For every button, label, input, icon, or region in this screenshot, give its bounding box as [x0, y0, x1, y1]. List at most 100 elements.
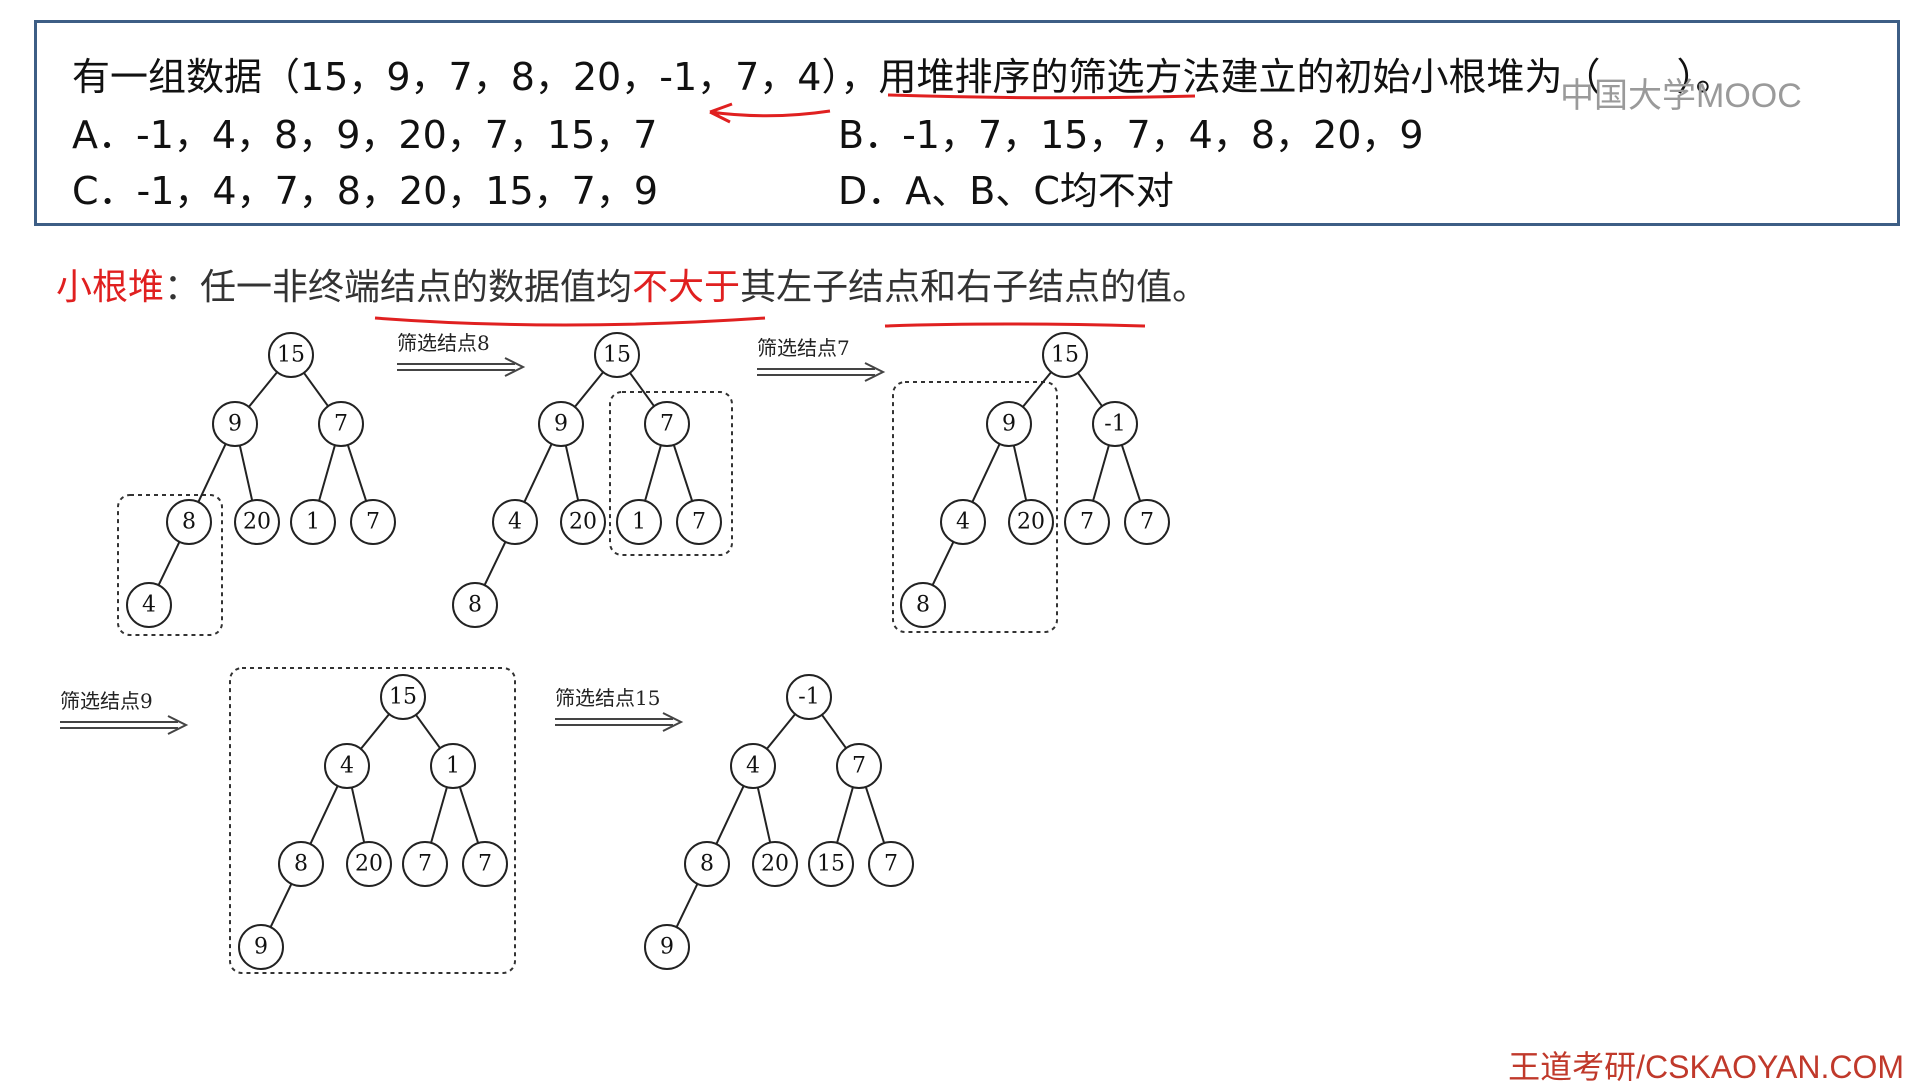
- underline-definition-1: [374, 316, 766, 327]
- tree-node-value: 7: [366, 510, 380, 535]
- tree-node-value: 9: [254, 935, 268, 960]
- tree-node: 15: [1042, 332, 1088, 378]
- tree-node-value: 20: [243, 510, 271, 535]
- tree-node-value: 15: [389, 685, 417, 710]
- tree-node-value: 15: [1051, 343, 1079, 368]
- underline-definition-2: [884, 322, 1146, 328]
- tree-node-value: 9: [554, 412, 568, 437]
- tree-edge: [629, 372, 655, 407]
- dashed-box-subtree: [609, 391, 733, 556]
- tree-edge: [238, 445, 254, 501]
- tree-node: 7: [402, 841, 448, 887]
- tree-node-value: 9: [660, 935, 674, 960]
- tree-node-value: 1: [632, 510, 646, 535]
- tree-node-value: 8: [182, 510, 196, 535]
- tree-node-value: 8: [916, 593, 930, 618]
- tree-node-value: 7: [334, 412, 348, 437]
- step-label: 筛选结点9: [60, 689, 153, 713]
- tree-node-value: 20: [355, 852, 383, 877]
- tree-node: 9: [644, 924, 690, 970]
- tree-node: 15: [594, 332, 640, 378]
- tree-node: 20: [752, 841, 798, 887]
- tree-node: 7: [868, 841, 914, 887]
- tree-node: 7: [318, 401, 364, 447]
- tree-edge: [269, 883, 293, 928]
- tree-node-value: 7: [478, 852, 492, 877]
- tree-node: 7: [350, 499, 396, 545]
- tree-node-value: 8: [294, 852, 308, 877]
- tree-node: 15: [268, 332, 314, 378]
- tree-node: 7: [836, 743, 882, 789]
- option-d: D．A、B、C均不对: [838, 169, 1174, 213]
- definition: 小根堆：任一非终端结点的数据值均不大于其左子结点和右子结点的值。: [56, 258, 1208, 310]
- step-arrow-icon: [757, 362, 886, 382]
- tree-node-value: 7: [660, 412, 674, 437]
- tree-edge: [346, 444, 368, 502]
- step-arrow-icon: [555, 712, 684, 732]
- tree-edge: [1077, 372, 1103, 407]
- tree-node-value: 7: [418, 852, 432, 877]
- tree-node-value: 7: [1080, 510, 1094, 535]
- definition-part2: 其左子结点和右子结点的值。: [740, 267, 1209, 308]
- tree-edge: [1022, 371, 1052, 408]
- tree-edge: [458, 786, 480, 844]
- dashed-box-subtree: [229, 667, 516, 974]
- tree-node: 9: [986, 401, 1032, 447]
- step-label-group: 筛选结点7: [757, 336, 886, 382]
- tree-node: 15: [808, 841, 854, 887]
- tree-node: 4: [324, 743, 370, 789]
- tree-edge: [715, 785, 745, 845]
- footer-brand: 王道考研/CSKAOYAN.COM: [1508, 1049, 1904, 1085]
- step-arrow-icon: [60, 715, 189, 735]
- tree-node-value: 20: [761, 852, 789, 877]
- tree-node-value: 9: [1002, 412, 1016, 437]
- tree-node: 1: [290, 499, 336, 545]
- tree-node: 9: [538, 401, 584, 447]
- tree-node: 7: [462, 841, 508, 887]
- option-a: A．-1，4，8，9，20，7，15，7: [72, 113, 658, 157]
- tree-node: 15: [380, 674, 426, 720]
- tree-edge: [564, 445, 580, 501]
- tree-node: 20: [1008, 499, 1054, 545]
- tree-node-value: 4: [746, 754, 760, 779]
- tree-node: 7: [1124, 499, 1170, 545]
- mooc-watermark: 中国大学MOOC: [1560, 77, 1802, 115]
- annotation-arrow: [709, 102, 831, 124]
- tree-node: 8: [684, 841, 730, 887]
- tree-node: 7: [676, 499, 722, 545]
- tree-node-value: 8: [700, 852, 714, 877]
- option-b: B．-1，7，15，7，4，8，20，9: [838, 113, 1424, 157]
- tree-edge: [971, 443, 1001, 503]
- step-arrow-icon: [397, 357, 526, 377]
- tree-node-value: 7: [852, 754, 866, 779]
- tree-node-value: 20: [569, 510, 597, 535]
- step-label: 筛选结点7: [757, 336, 850, 360]
- tree-node-value: 4: [340, 754, 354, 779]
- tree-node: 9: [212, 401, 258, 447]
- tree-node-value: 4: [956, 510, 970, 535]
- tree-node-value: -1: [798, 685, 819, 710]
- tree-edge: [574, 371, 604, 408]
- step-label-group: 筛选结点8: [397, 331, 526, 377]
- tree-node-value: 7: [884, 852, 898, 877]
- tree-edge: [864, 786, 886, 844]
- definition-colon: ：: [164, 267, 201, 308]
- tree-node: 20: [234, 499, 280, 545]
- tree-edge: [766, 713, 796, 750]
- tree-edge: [415, 714, 441, 749]
- step-label-group: 筛选结点9: [60, 689, 189, 735]
- question-title: 有一组数据（15，9，7，8，20，-1，7，4），用堆排序的筛选方法建立的初始…: [72, 55, 1734, 99]
- underline-question: [887, 93, 1196, 100]
- definition-part1: 任一非终端结点的数据值均: [200, 267, 633, 308]
- tree-node: 8: [166, 499, 212, 545]
- tree-edge: [1092, 444, 1110, 502]
- tree-node: -1: [786, 674, 832, 720]
- tree-node-value: 4: [508, 510, 522, 535]
- tree-node: 4: [730, 743, 776, 789]
- tree-edge: [318, 444, 336, 502]
- tree-edge: [675, 883, 699, 928]
